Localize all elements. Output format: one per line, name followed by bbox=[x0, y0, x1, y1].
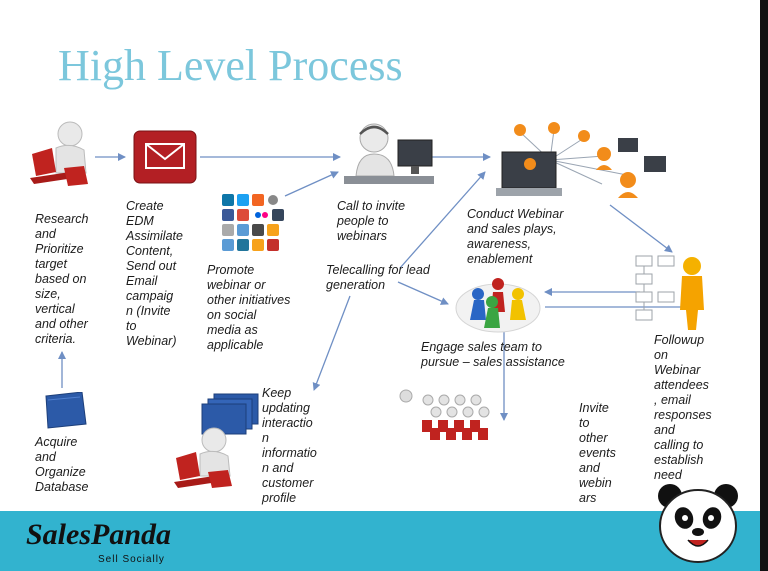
label-keep-updating: Keep updating interactio n informatio n … bbox=[262, 386, 317, 505]
label-acquire: Acquire and Organize Database bbox=[35, 435, 89, 494]
brand-tagline: Sell Socially bbox=[98, 554, 165, 565]
webinar-network-icon bbox=[496, 122, 666, 198]
arrow-telecall-to-webinar bbox=[399, 171, 486, 269]
audience-icon bbox=[399, 389, 490, 440]
laptop-user-icon-2 bbox=[174, 427, 232, 488]
label-conduct-webinar: Conduct Webinar and sales plays, awarene… bbox=[467, 207, 564, 266]
footer-band bbox=[0, 511, 760, 571]
slide-title: High Level Process bbox=[58, 41, 403, 90]
label-create-edm: Create EDM Assimilate Content, Send out … bbox=[126, 199, 183, 348]
arrow-telecall-to-engage bbox=[397, 281, 449, 305]
call-center-icon bbox=[344, 123, 434, 184]
panda-mascot-icon bbox=[658, 484, 738, 563]
followup-person-icon bbox=[635, 255, 704, 330]
label-engage-sales: Engage sales team to pursue – sales assi… bbox=[421, 340, 565, 369]
database-icon bbox=[45, 392, 87, 429]
brand-logo: SalesPanda bbox=[26, 518, 172, 551]
arrow-webinar-to-followup bbox=[609, 204, 673, 253]
social-media-icons bbox=[222, 194, 284, 251]
team-circle-icon bbox=[455, 278, 541, 333]
label-invite-other: Invite to other events and webin ars bbox=[579, 401, 616, 505]
envelope-icon bbox=[133, 130, 197, 184]
label-promote: Promote webinar or other initiatives on … bbox=[207, 263, 291, 352]
label-call-invite: Call to invite people to webinars bbox=[337, 199, 406, 243]
arrow-social-to-call bbox=[284, 171, 339, 197]
label-followup: Followup on Webinar attendees , email re… bbox=[654, 333, 712, 482]
arrow-telecall-to-keep-updating bbox=[312, 295, 351, 391]
label-telecalling: Telecalling for lead generation bbox=[326, 263, 430, 292]
laptop-user-icon bbox=[30, 121, 88, 186]
window-border bbox=[760, 0, 768, 571]
label-research: Research and Prioritize target based on … bbox=[35, 212, 89, 346]
